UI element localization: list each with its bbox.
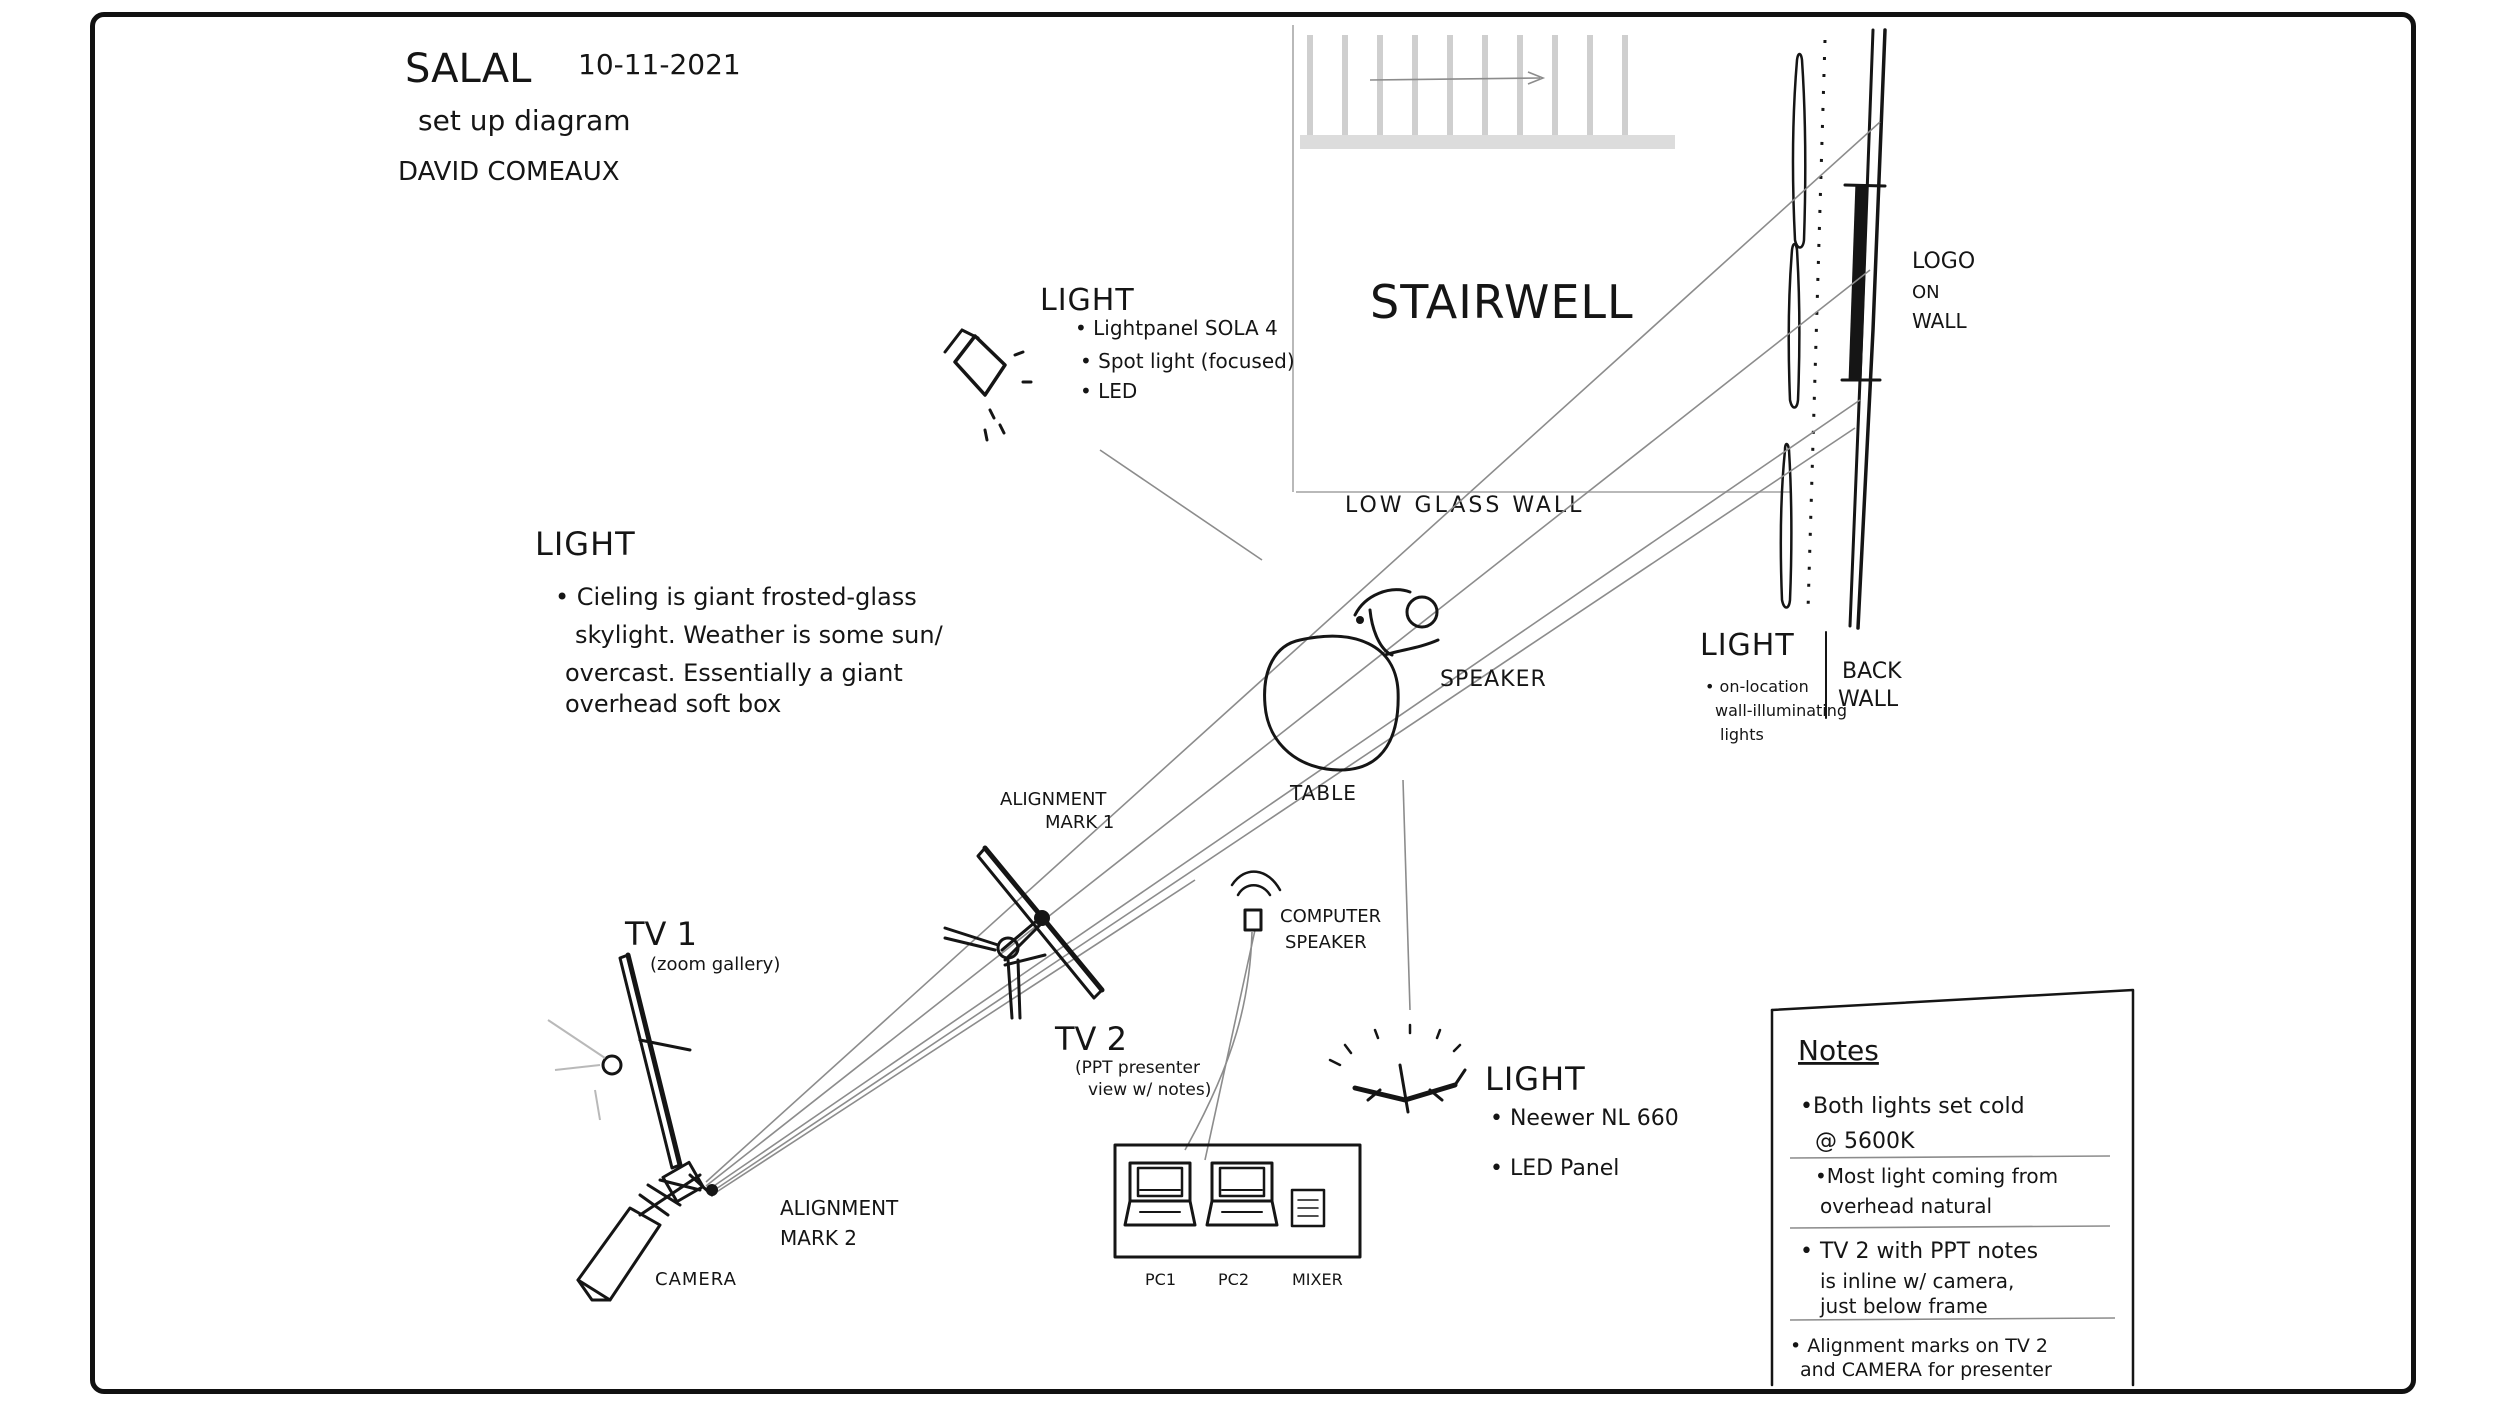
logo-on-wall (1840, 183, 1887, 382)
light-backwall-line-2: wall-illuminating (1715, 701, 1847, 720)
alignment-mark-1-line1: ALIGNMENT (1000, 789, 1107, 810)
computer-speaker-icon (1184, 870, 1282, 1151)
alignment-mark-1-line2: MARK 1 (1045, 812, 1114, 833)
tv1-icon (547, 952, 692, 1170)
project-title: SALAL (405, 46, 532, 92)
notes-line-4: overhead natural (1820, 1194, 1992, 1218)
desk-mixer-label: MIXER (1292, 1270, 1343, 1289)
computer-speaker-line1: COMPUTER (1280, 906, 1381, 927)
camera-label: CAMERA (655, 1269, 737, 1290)
speaker-icon (1353, 588, 1440, 657)
light-top-item-3: • LED (1080, 379, 1137, 403)
desk (1113, 1143, 1362, 1259)
back-wall-label-line2: WALL (1838, 687, 1899, 712)
light-backwall-line-1: • on-location (1705, 677, 1809, 696)
tv1-note: (zoom gallery) (650, 954, 780, 975)
notes-line-1: •Both lights set cold (1800, 1094, 2025, 1119)
back-wall (1779, 28, 1887, 630)
tv2-title: TV 2 (1054, 1020, 1127, 1058)
stairwell (1292, 25, 1790, 493)
light-top-item-2: • Spot light (focused) (1080, 349, 1295, 373)
back-wall-label-line1: BACK (1842, 659, 1902, 684)
neewer-light-icon (1328, 1023, 1467, 1114)
light-backwall-title: LIGHT (1700, 628, 1795, 663)
light-top-item-1: • Lightpanel SOLA 4 (1075, 316, 1278, 340)
low-glass-wall-label: LOW GLASS WALL (1345, 493, 1584, 518)
light-ceiling-line-3: overcast. Essentially a giant (565, 659, 903, 687)
notes-line-5: • TV 2 with PPT notes (1800, 1239, 2038, 1264)
light-neewer-item-1: • Neewer NL 660 (1490, 1106, 1679, 1131)
notes-line-7: just below frame (1819, 1294, 1988, 1318)
light-neewer-item-2: • LED Panel (1490, 1156, 1619, 1181)
notes-line-6: is inline w/ camera, (1820, 1269, 2014, 1293)
laptop-pc1-icon (1123, 1161, 1197, 1227)
notes-line-9: and CAMERA for presenter (1800, 1359, 2052, 1381)
notes-line-2: @ 5600K (1815, 1129, 1915, 1154)
light-neewer-title: LIGHT (1485, 1060, 1586, 1098)
desk-pc2-label: PC2 (1218, 1270, 1249, 1289)
diagram-subtitle: set up diagram (418, 104, 631, 137)
alignment-mark-2-line1: ALIGNMENT (780, 1196, 899, 1220)
table-label: TABLE (1289, 781, 1357, 805)
diagram-author: DAVID COMEAUX (398, 157, 620, 187)
logo-label-line1: LOGO (1912, 249, 1975, 274)
light-ceiling-line-4: overhead soft box (565, 690, 781, 718)
light-ceiling-title: LIGHT (535, 525, 636, 563)
speaker-label: SPEAKER (1440, 667, 1547, 692)
alignment-mark-2-line2: MARK 2 (780, 1226, 857, 1250)
notes-line-3: •Most light coming from (1815, 1164, 2058, 1188)
mixer-icon (1290, 1188, 1326, 1228)
logo-label-line3: WALL (1912, 309, 1968, 333)
light-ceiling-line-2: skylight. Weather is some sun/ (575, 621, 944, 649)
notes-title: Notes (1798, 1034, 1879, 1067)
tv2-note-line1: (PPT presenter (1075, 1058, 1200, 1078)
camera-sight-lines (705, 121, 1881, 1196)
camera-icon (576, 1160, 718, 1302)
tv1-title: TV 1 (624, 915, 697, 953)
notes-line-8: • Alignment marks on TV 2 (1790, 1335, 2048, 1357)
light-backwall-line-3: lights (1720, 725, 1764, 744)
laptop-pc2-icon (1205, 1161, 1279, 1227)
notes-box (1770, 988, 2135, 1387)
tv2-note-line2: view w/ notes) (1088, 1080, 1211, 1100)
diagram-date: 10-11-2021 (578, 48, 741, 81)
stairwell-label: STAIRWELL (1370, 275, 1634, 329)
desk-pc1-label: PC1 (1145, 1270, 1176, 1289)
spotlight-icon (943, 328, 1033, 442)
table-shape (1263, 634, 1400, 772)
light-top-title: LIGHT (1040, 283, 1135, 318)
light-ceiling-line-1: • Cieling is giant frosted-glass (555, 583, 917, 611)
logo-label-line2: ON (1912, 282, 1940, 303)
computer-speaker-line2: SPEAKER (1285, 932, 1367, 953)
tv2-stand (943, 845, 1105, 1020)
